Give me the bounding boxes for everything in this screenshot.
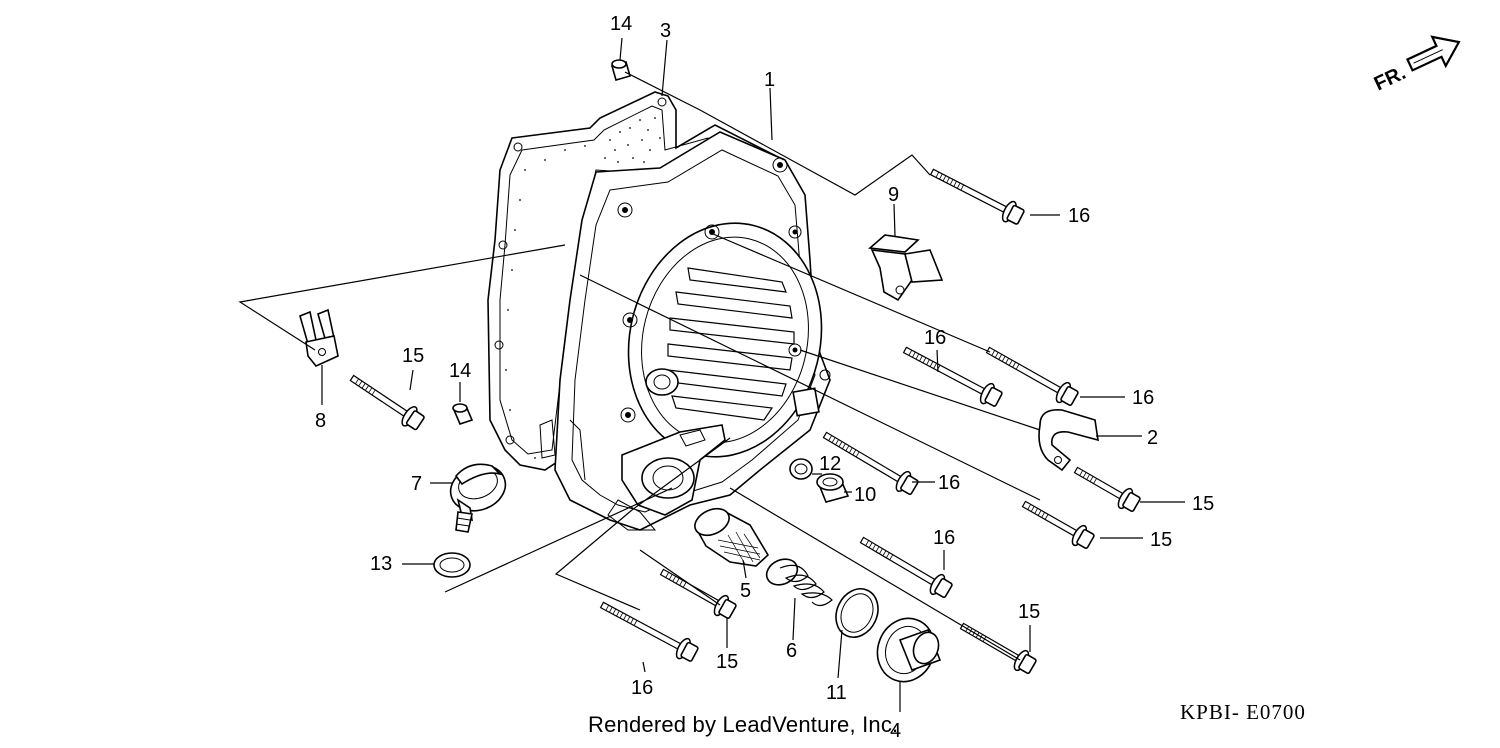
bolt-15-right-lower	[1021, 500, 1095, 549]
o-ring-11	[835, 588, 879, 638]
bolt-16-bottom	[599, 601, 699, 662]
callout-14-lower: 14	[449, 360, 471, 382]
bolt-16-lower	[859, 536, 953, 599]
callout-15-bottom: 15	[716, 651, 738, 673]
bolt-16-center	[822, 431, 919, 496]
render-credit: Rendered by LeadVenture, Inc.	[588, 712, 899, 737]
callout-2: 2	[1147, 427, 1158, 449]
dipstick-7	[449, 463, 507, 533]
grille	[667, 267, 795, 421]
callout-16-right: 16	[1132, 387, 1154, 409]
callout-15-bottom-right: 15	[1018, 601, 1040, 623]
bolt-15-bottom	[659, 568, 737, 619]
bolts	[349, 168, 1141, 675]
callout-10: 10	[854, 484, 876, 506]
callout-12: 12	[819, 453, 841, 475]
bolt-15-left	[349, 374, 425, 431]
front-label: FR.	[1371, 62, 1409, 96]
callout-11: 11	[826, 682, 847, 704]
callout-1: 1	[764, 69, 775, 91]
front-direction-arrow: FR.	[1371, 35, 1461, 96]
callout-4: 4	[890, 720, 901, 742]
bracket-8	[299, 308, 339, 367]
dowel-pin-upper	[611, 59, 631, 81]
callout-6: 6	[786, 640, 797, 662]
oil-strainer-5	[694, 507, 770, 567]
callout-16-mid: 16	[924, 327, 946, 349]
callout-15-left: 15	[402, 345, 424, 367]
callout-16-bottom: 16	[631, 677, 653, 699]
bolt-16-right	[985, 346, 1079, 406]
callout-16-lower: 16	[933, 527, 955, 549]
bolt-16-mid	[902, 346, 1003, 407]
bracket-9	[868, 234, 944, 302]
o-ring-12	[789, 458, 813, 480]
leader-lines	[238, 37, 1185, 712]
callout-16-top: 16	[1068, 205, 1090, 227]
callout-9: 9	[888, 184, 899, 206]
callout-14-upper: 14	[610, 13, 632, 35]
plug-10	[816, 473, 850, 503]
callout-13: 13	[370, 553, 392, 575]
clamp-2	[1038, 408, 1099, 472]
callout-15-right-upper: 15	[1192, 493, 1214, 515]
callout-15-right-lower: 15	[1150, 529, 1172, 551]
callout-labels: 1 2 3 4 5 6 7 8 9 10 11 12 13 14 14 15 1…	[315, 13, 1214, 742]
bolt-16-top	[929, 168, 1025, 225]
right-crankcase-cover	[539, 131, 831, 531]
callout-3: 3	[660, 20, 671, 42]
dowel-pin-lower	[452, 403, 474, 425]
callout-16-center: 16	[938, 472, 960, 494]
diagram-code: KPBI- E0700	[1180, 700, 1306, 724]
drain-plug-4	[876, 617, 942, 683]
callout-8: 8	[315, 410, 326, 432]
callout-7: 7	[411, 473, 422, 495]
callout-5: 5	[740, 580, 751, 602]
bolt-15-right-upper	[1073, 466, 1141, 512]
o-ring-13	[433, 552, 471, 578]
spring-6	[765, 558, 833, 607]
